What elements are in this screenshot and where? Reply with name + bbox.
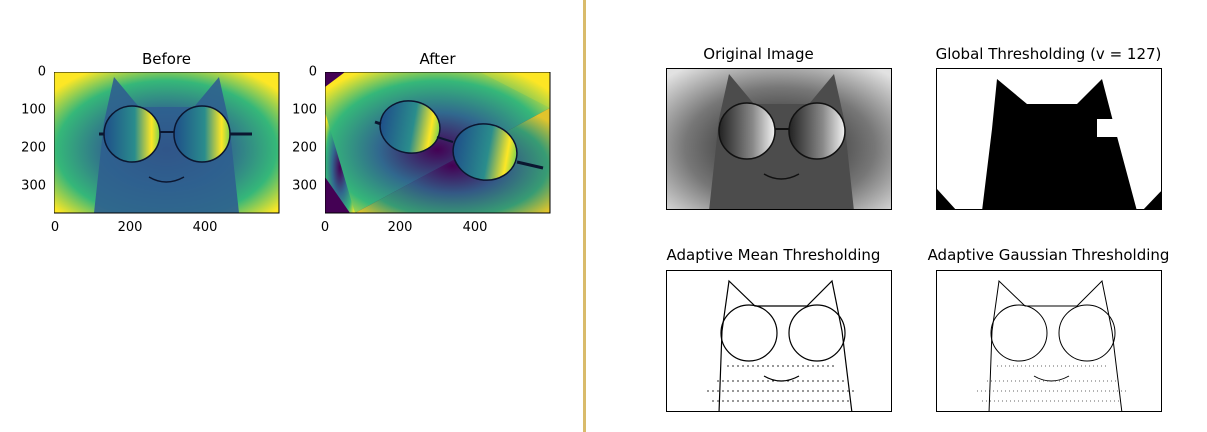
panel-divider	[583, 0, 586, 432]
before-ytick: 100	[21, 102, 46, 118]
adaptive-mean-image	[666, 270, 892, 412]
before-axes	[54, 72, 280, 214]
adaptive-gaussian-image	[936, 270, 1162, 412]
left-figure: Before After 0	[0, 0, 583, 432]
adaptive-mean-title: Adaptive Mean Thresholding	[666, 246, 881, 264]
original-image-title: Original Image	[703, 45, 814, 63]
before-xtick: 0	[50, 220, 60, 235]
after-ytick: 100	[292, 102, 317, 118]
right-figure: Original Image Global Thresholding (v = …	[586, 0, 1207, 432]
global-threshold-image	[936, 68, 1162, 210]
after-glasses	[379, 100, 518, 181]
adaptive-gaussian-title: Adaptive Gaussian Thresholding	[927, 246, 1170, 264]
after-xtick: 200	[387, 220, 413, 235]
before-ytick: 200	[21, 140, 46, 156]
original-image	[666, 68, 892, 210]
after-corner-fill	[325, 177, 350, 213]
after-ytick: 300	[292, 178, 317, 194]
before-glasses	[103, 105, 231, 163]
after-warped-image	[325, 72, 550, 213]
after-ytick: 0	[308, 64, 317, 80]
after-xtick: 400	[462, 220, 488, 235]
before-xtick: 200	[117, 220, 143, 235]
after-axes	[325, 72, 551, 214]
before-ytick: 0	[37, 64, 46, 80]
after-xtick: 0	[320, 220, 330, 235]
before-ytick: 300	[21, 178, 46, 194]
after-ytick: 200	[292, 140, 317, 156]
before-title: Before	[141, 50, 192, 68]
global-threshold-title: Global Thresholding (v = 127)	[935, 45, 1162, 63]
after-title: After	[419, 50, 456, 68]
before-xtick: 400	[192, 220, 218, 235]
